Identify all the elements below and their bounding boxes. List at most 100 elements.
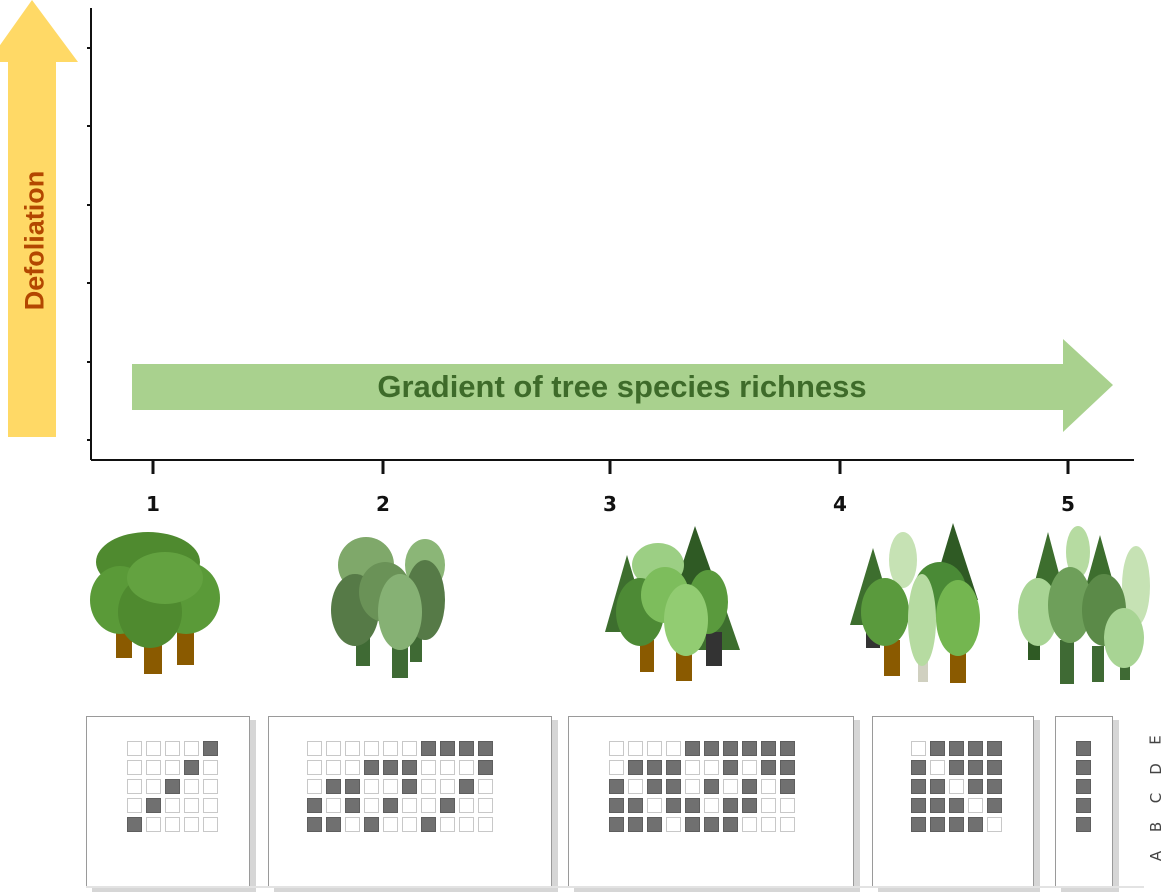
filled-cell — [421, 741, 436, 756]
empty-cell — [146, 760, 161, 775]
empty-cell — [146, 817, 161, 832]
filled-cell — [723, 798, 738, 813]
filled-cell — [949, 817, 964, 832]
filled-cell — [647, 817, 662, 832]
y-axis-label: Defoliation — [19, 170, 50, 310]
empty-cell — [383, 817, 398, 832]
empty-cell — [127, 760, 142, 775]
empty-cell — [704, 798, 719, 813]
y-axis-label-box: Defoliation — [7, 80, 63, 400]
empty-cell — [930, 760, 945, 775]
tick-label-4: 4 — [833, 492, 847, 516]
filled-cell — [987, 779, 1002, 794]
empty-cell — [704, 760, 719, 775]
empty-cell — [459, 798, 474, 813]
empty-cell — [780, 798, 795, 813]
filled-cell — [146, 798, 161, 813]
empty-cell — [666, 817, 681, 832]
empty-cell — [402, 741, 417, 756]
empty-cell — [165, 798, 180, 813]
filled-cell — [968, 741, 983, 756]
empty-cell — [127, 798, 142, 813]
empty-cell — [723, 779, 738, 794]
empty-cell — [628, 741, 643, 756]
filled-cell — [345, 779, 360, 794]
row-label-c: C — [1146, 792, 1165, 804]
empty-cell — [345, 760, 360, 775]
empty-cell — [609, 741, 624, 756]
plot-panel-5 — [1055, 716, 1113, 888]
filled-cell — [780, 741, 795, 756]
plot-panel-3 — [568, 716, 854, 888]
empty-cell — [345, 817, 360, 832]
empty-cell — [184, 817, 199, 832]
tick-label-3: 3 — [603, 492, 617, 516]
filled-cell — [987, 741, 1002, 756]
empty-cell — [345, 741, 360, 756]
empty-cell — [184, 798, 199, 813]
row-label-b: B — [1146, 821, 1165, 833]
y-axis-arrow — [0, 0, 78, 437]
filled-cell — [1076, 798, 1091, 813]
filled-cell — [459, 741, 474, 756]
filled-cell — [987, 798, 1002, 813]
filled-cell — [609, 817, 624, 832]
empty-cell — [609, 760, 624, 775]
empty-cell — [326, 760, 341, 775]
filled-cell — [911, 779, 926, 794]
filled-cell — [949, 741, 964, 756]
filled-cell — [628, 760, 643, 775]
filled-cell — [723, 817, 738, 832]
empty-cell — [911, 741, 926, 756]
tree-cluster-1 — [90, 532, 220, 674]
tick-label-1: 1 — [146, 492, 160, 516]
empty-cell — [647, 798, 662, 813]
filled-cell — [383, 760, 398, 775]
empty-cell — [364, 741, 379, 756]
design-grid-4 — [911, 741, 1002, 832]
tick-label-5: 5 — [1061, 492, 1075, 516]
empty-cell — [761, 798, 776, 813]
empty-cell — [307, 779, 322, 794]
filled-cell — [987, 760, 1002, 775]
empty-cell — [184, 779, 199, 794]
empty-cell — [383, 779, 398, 794]
filled-cell — [930, 798, 945, 813]
empty-cell — [685, 779, 700, 794]
empty-cell — [647, 741, 662, 756]
design-grid-3 — [609, 741, 795, 832]
design-grid-5 — [1076, 741, 1091, 832]
empty-cell — [402, 817, 417, 832]
empty-cell — [165, 741, 180, 756]
empty-cell — [421, 779, 436, 794]
filled-cell — [742, 741, 757, 756]
filled-cell — [723, 760, 738, 775]
empty-cell — [364, 798, 379, 813]
filled-cell — [930, 741, 945, 756]
filled-cell — [165, 779, 180, 794]
filled-cell — [326, 817, 341, 832]
empty-cell — [203, 817, 218, 832]
tree-cluster-4 — [850, 523, 980, 683]
empty-cell — [146, 741, 161, 756]
filled-cell — [478, 741, 493, 756]
filled-cell — [911, 798, 926, 813]
x-axis-arrow — [132, 339, 1113, 432]
empty-cell — [968, 798, 983, 813]
filled-cell — [685, 817, 700, 832]
filled-cell — [930, 779, 945, 794]
plot-panel-1 — [86, 716, 250, 888]
filled-cell — [307, 798, 322, 813]
filled-cell — [742, 779, 757, 794]
filled-cell — [1076, 760, 1091, 775]
filled-cell — [949, 760, 964, 775]
tick-label-2: 2 — [376, 492, 390, 516]
empty-cell — [421, 798, 436, 813]
filled-cell — [364, 817, 379, 832]
filled-cell — [666, 779, 681, 794]
empty-cell — [478, 817, 493, 832]
filled-cell — [1076, 779, 1091, 794]
filled-cell — [930, 817, 945, 832]
filled-cell — [742, 798, 757, 813]
filled-cell — [968, 760, 983, 775]
